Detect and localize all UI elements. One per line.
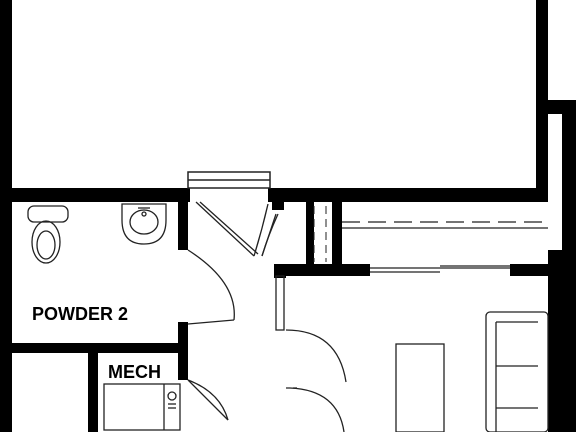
sofa-icon — [485, 311, 549, 432]
room-label-mech: MECH — [108, 362, 161, 382]
sink-icon — [121, 203, 167, 245]
linen-closet — [313, 206, 327, 262]
table-icon — [395, 343, 445, 432]
door-header — [187, 171, 271, 189]
toilet-icon — [27, 205, 69, 264]
closet-shelf — [342, 221, 548, 273]
water-heater-icon — [103, 383, 181, 431]
door-swings — [187, 201, 347, 432]
room-label-powder-2: POWDER 2 — [32, 304, 128, 324]
